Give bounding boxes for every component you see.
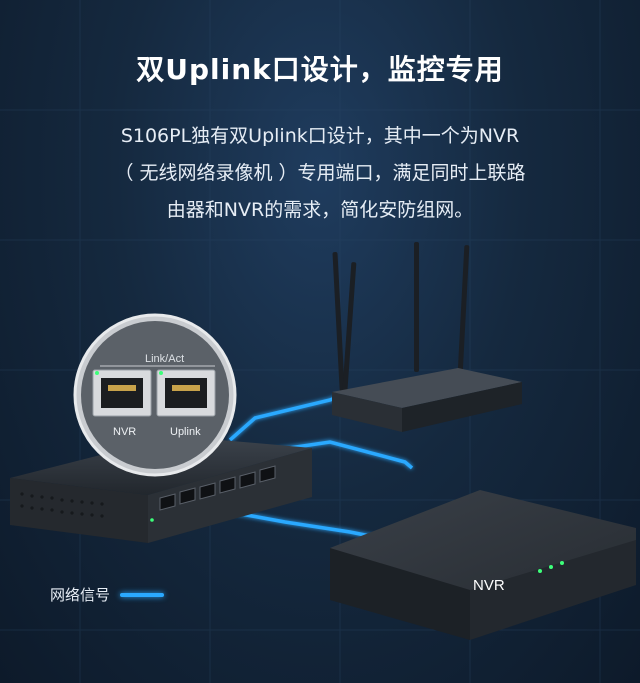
switch-port-4 [219, 476, 236, 494]
cable-to-nvr [229, 510, 381, 540]
router-front [332, 392, 402, 432]
legend-signal-line [120, 592, 165, 597]
network-diagram: NVR Link/Act [10, 242, 636, 640]
switch-port-3 [199, 482, 216, 500]
switch-port-2 [179, 487, 196, 505]
description-line-3: 由器和NVR的需求，简化安防组网。 [166, 199, 474, 221]
description: S106PL独有双Uplink口设计，其中一个为NVR （ 无线网络录像机 ）专… [60, 118, 580, 229]
nvr-front [330, 548, 470, 640]
legend-label: 网络信号 [50, 586, 111, 604]
switch-ports [159, 465, 276, 511]
switch-port-1 [159, 493, 176, 511]
switch-port-6 [259, 465, 276, 483]
nvr-device: NVR [330, 490, 636, 640]
cable-to-router [228, 394, 341, 442]
nvr-led-1 [538, 569, 542, 573]
port-right-label: Uplink [170, 426, 201, 438]
nvr-label: NVR [473, 577, 505, 594]
router-side [402, 382, 522, 432]
switch-front-left [10, 478, 148, 543]
switch-power-led [150, 518, 154, 522]
description-line-1: S106PL独有双Uplink口设计，其中一个为NVR [120, 125, 520, 147]
switch-port-5 [239, 471, 256, 489]
nvr-side [470, 540, 636, 640]
router-top [332, 368, 522, 408]
router-antenna-1 [332, 252, 345, 392]
page-title: 双Uplink口设计，监控专用 [136, 53, 504, 86]
router [332, 242, 522, 432]
port-left-label: NVR [113, 426, 136, 438]
description-line-2: （ 无线网络录像机 ）专用端口，满足同时上联路 [114, 162, 526, 184]
port-group-label: Link/Act [145, 353, 184, 365]
zoom-callout: Link/Act NVR Uplink [73, 313, 237, 477]
switch-vents [20, 492, 104, 518]
router-antenna-4 [457, 245, 470, 375]
nvr-led-2 [549, 565, 553, 569]
legend: 网络信号 [50, 584, 165, 605]
nvr-led-3 [560, 561, 564, 565]
router-antenna-2 [342, 262, 357, 392]
router-antenna-3 [414, 242, 419, 372]
